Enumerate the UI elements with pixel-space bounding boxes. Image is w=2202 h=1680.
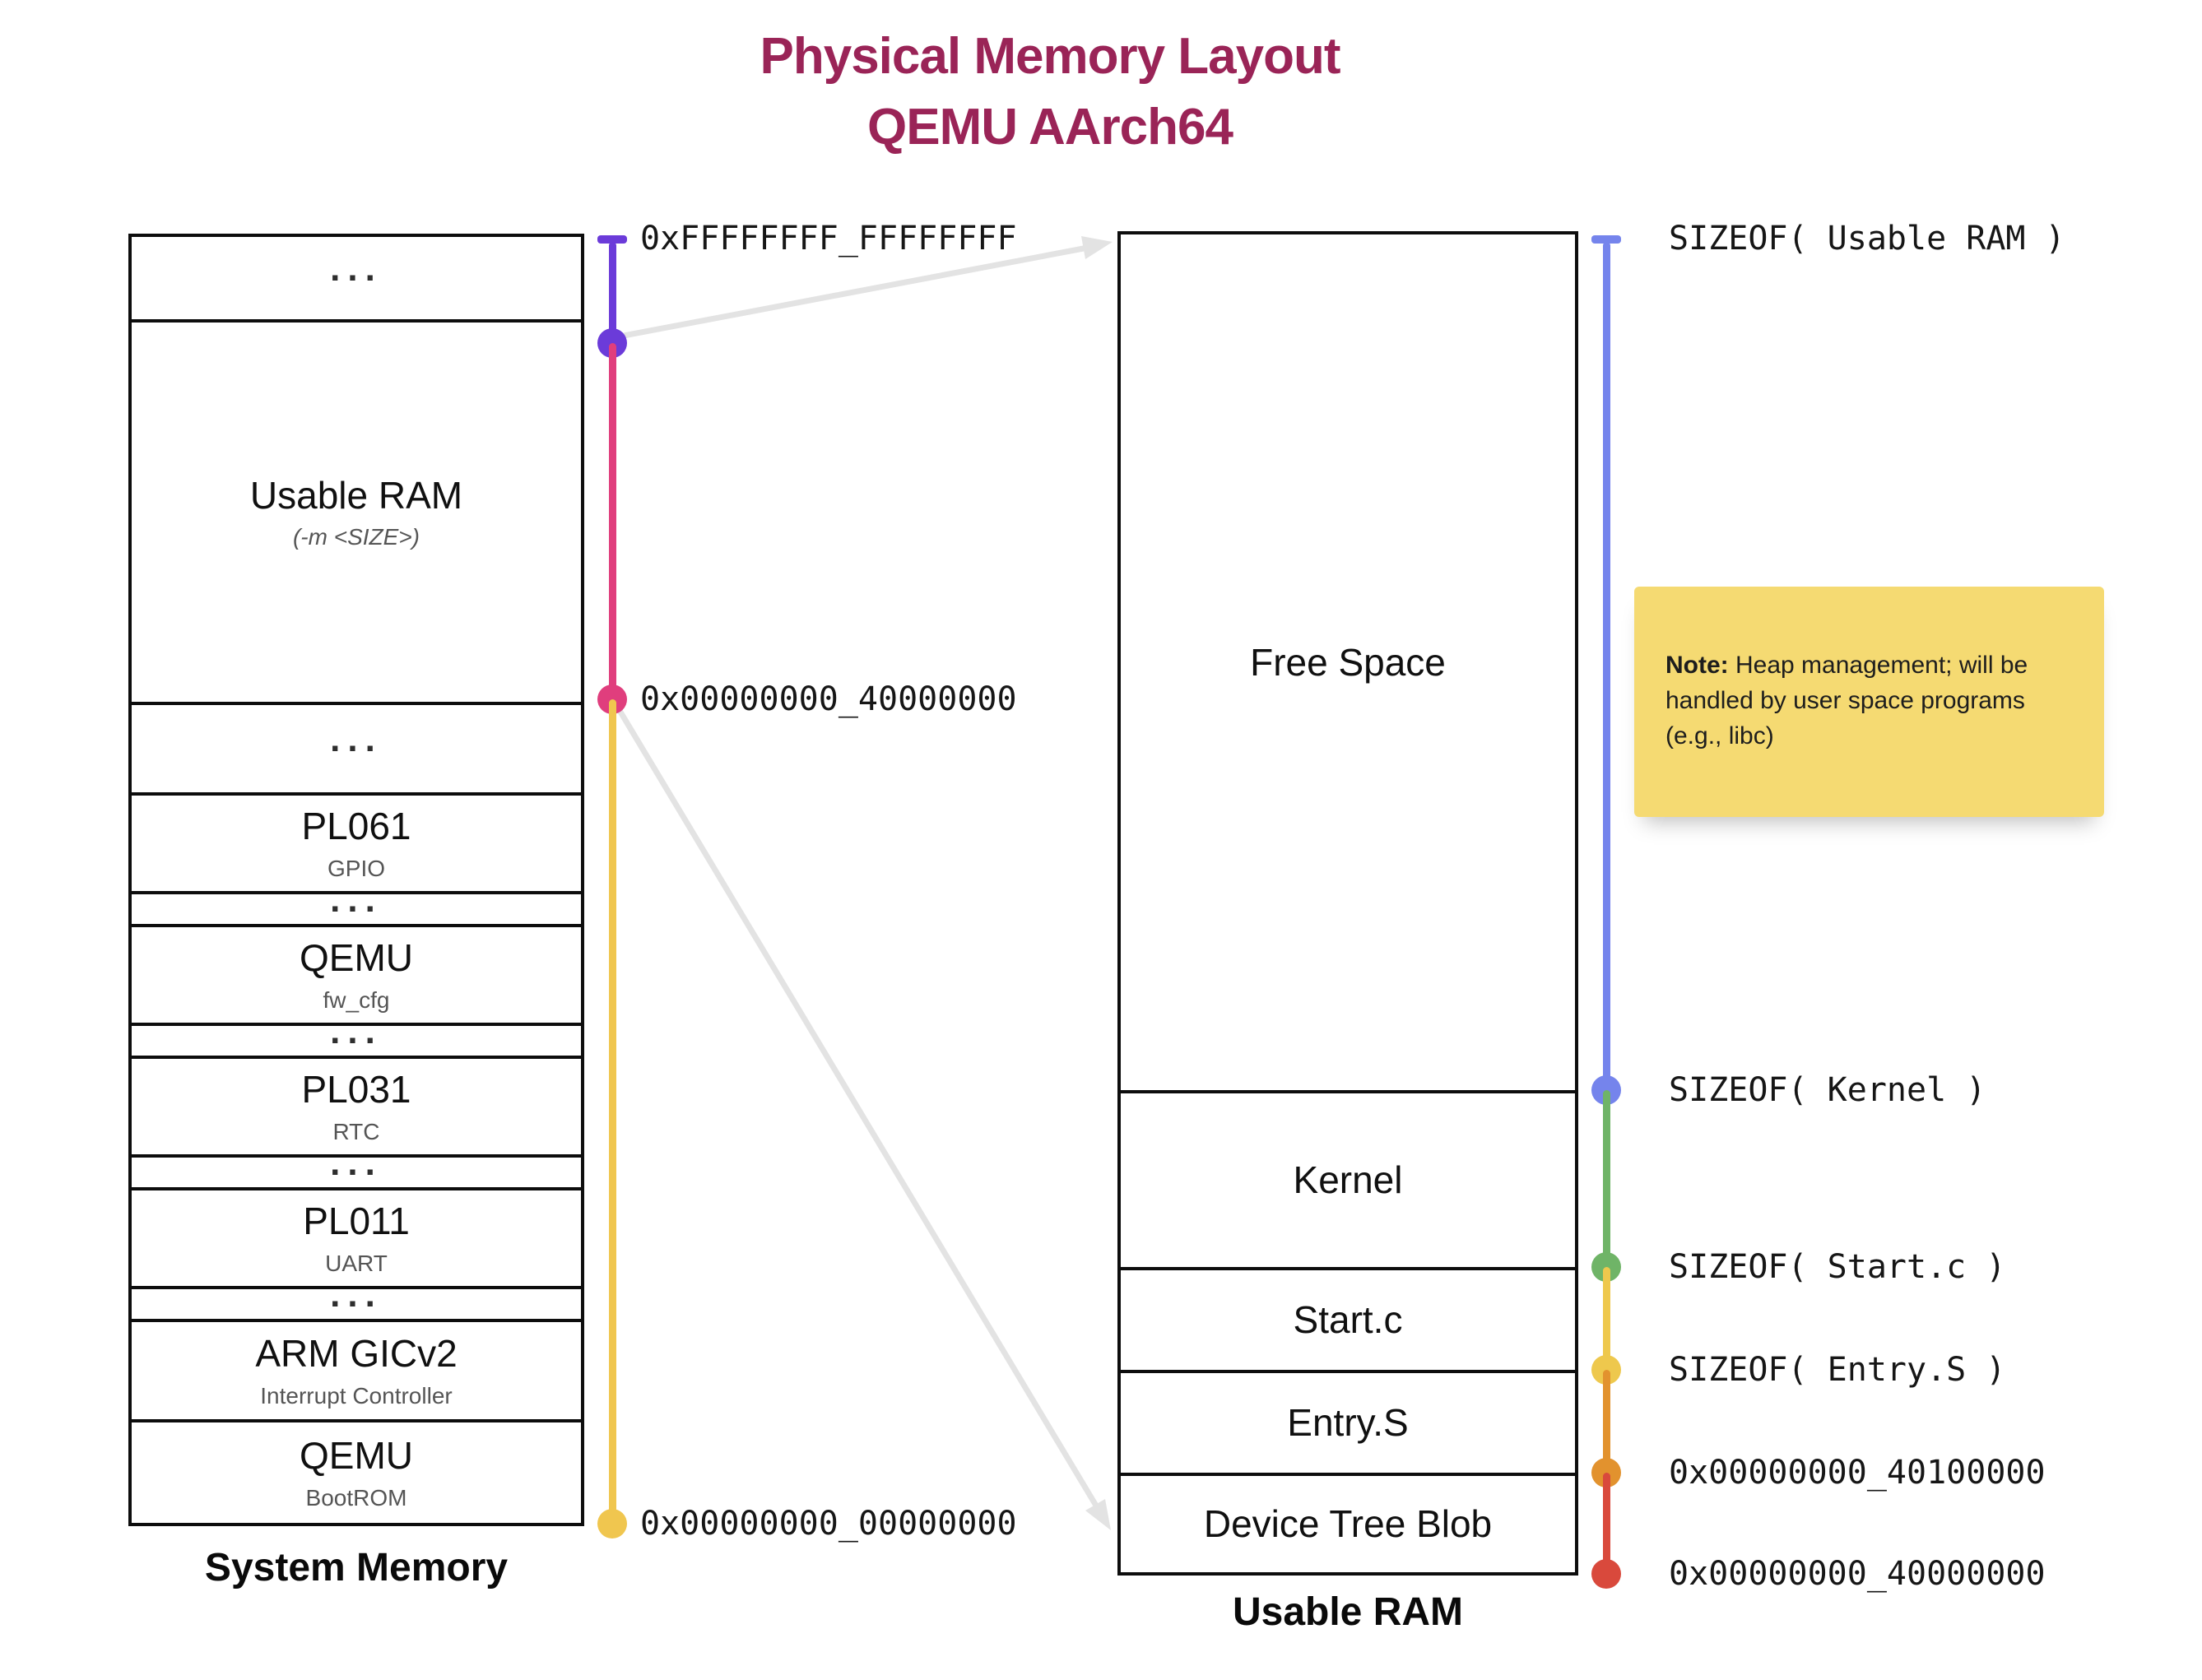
startc-label: Start.c — [1293, 1298, 1403, 1342]
usable-ram-box: Free Space Kernel Start.c Entry.S Device… — [1117, 231, 1578, 1576]
ellipsis-label: ... — [330, 719, 383, 759]
system-memory-row-bootrom: QEMU BootROM — [132, 1419, 581, 1523]
gicv2-label: ARM GICv2 — [255, 1332, 458, 1376]
entrys-label: Entry.S — [1287, 1401, 1409, 1445]
right-rail-segment-startc — [1603, 1267, 1610, 1370]
system-memory-row-ellipsis: ... — [132, 1154, 581, 1187]
system-memory-row-qemu-fwcfg: QEMU fw_cfg — [132, 924, 581, 1023]
left-rail-segment-high — [609, 242, 616, 343]
ellipsis-label: ... — [330, 1154, 383, 1183]
address-label-zero: 0x00000000_00000000 — [640, 1505, 1017, 1543]
address-label-40100000: 0x00000000_40100000 — [1669, 1454, 2046, 1492]
usable-ram-row-startc: Start.c — [1121, 1267, 1575, 1370]
usable-ram-row-dtb: Device Tree Blob — [1121, 1473, 1575, 1572]
pl011-sublabel: UART — [325, 1250, 388, 1276]
system-memory-row-gicv2: ARM GICv2 Interrupt Controller — [132, 1319, 581, 1419]
address-label-40000000: 0x00000000_40000000 — [1669, 1555, 2046, 1593]
heap-note-bold: Note: — [1665, 652, 1729, 679]
left-rail-top-tick — [597, 235, 627, 244]
left-rail-segment-devices — [609, 699, 616, 1524]
size-label-startc: SIZEOF( Start.c ) — [1669, 1248, 2006, 1286]
left-rail-segment-usable-ram — [609, 343, 616, 699]
system-memory-row-usable-ram: Usable RAM (-m <SIZE>) — [132, 319, 581, 702]
qemu-fwcfg-sublabel: fw_cfg — [323, 986, 390, 1013]
ellipsis-label: ... — [330, 1023, 383, 1051]
address-label-top: 0xFFFFFFFF_FFFFFFFF — [640, 220, 1017, 258]
system-memory-row-ellipsis-top: ... — [132, 237, 581, 319]
heap-note-text: Heap management; will be handled by user… — [1665, 652, 2028, 750]
pl061-sublabel: GPIO — [327, 855, 385, 881]
usable-ram-row-entrys: Entry.S — [1121, 1370, 1575, 1473]
system-memory-row-ellipsis: ... — [132, 891, 581, 924]
right-rail-segment-entrys — [1603, 1370, 1610, 1473]
ellipsis-label: ... — [330, 1286, 383, 1315]
system-memory-row-ellipsis: ... — [132, 1286, 581, 1319]
system-memory-caption: System Memory — [204, 1546, 509, 1590]
dtb-label: Device Tree Blob — [1203, 1502, 1493, 1546]
qemu-fwcfg-label: QEMU — [300, 936, 413, 980]
size-label-entrys: SIZEOF( Entry.S ) — [1669, 1351, 2006, 1389]
page-title-line1: Physical Memory Layout — [760, 28, 1340, 85]
right-rail-top-tick — [1591, 235, 1621, 244]
usable-ram-label: Usable RAM — [249, 473, 463, 517]
system-memory-box: ... Usable RAM (-m <SIZE>) ... PL061 GPI… — [128, 234, 584, 1526]
system-memory-row-ellipsis: ... — [132, 1023, 581, 1056]
left-rail-dot-zero — [597, 1509, 627, 1538]
address-label-ram-base: 0x00000000_40000000 — [640, 680, 1017, 718]
ellipsis-label: ... — [330, 248, 383, 289]
bootrom-sublabel: BootROM — [305, 1484, 407, 1511]
usable-ram-sublabel: (-m <SIZE>) — [292, 524, 420, 550]
ellipsis-label: ... — [330, 891, 383, 920]
usable-ram-row-free-space: Free Space — [1121, 234, 1575, 1090]
usable-ram-caption: Usable RAM — [1232, 1590, 1464, 1634]
free-space-label: Free Space — [1250, 640, 1446, 684]
kernel-label: Kernel — [1293, 1158, 1403, 1202]
arrow-device-tree-line — [616, 706, 1099, 1509]
pl031-sublabel: RTC — [332, 1118, 380, 1144]
arrow-usable-ram-top-line — [620, 244, 1091, 339]
right-rail-dot-dtb-base — [1591, 1559, 1621, 1589]
page-title-line2: QEMU AArch64 — [867, 99, 1233, 155]
right-rail-segment-free-space — [1603, 242, 1610, 1090]
arrow-usable-ram-top-head — [1081, 236, 1113, 259]
bootrom-label: QEMU — [300, 1434, 413, 1478]
pl011-label: PL011 — [303, 1200, 410, 1243]
pl031-label: PL031 — [301, 1068, 411, 1111]
right-rail-segment-kernel — [1603, 1090, 1610, 1267]
arrow-device-tree-head — [1085, 1499, 1111, 1530]
page-title: Physical Memory Layout QEMU AArch64 — [392, 21, 1708, 163]
system-memory-row-pl061: PL061 GPIO — [132, 792, 581, 891]
size-label-kernel: SIZEOF( Kernel ) — [1669, 1071, 1986, 1109]
pl061-label: PL061 — [301, 805, 411, 848]
usable-ram-row-kernel: Kernel — [1121, 1090, 1575, 1267]
system-memory-row-ellipsis: ... — [132, 702, 581, 792]
right-rail-segment-dtb — [1603, 1473, 1610, 1574]
heap-note: Note: Heap management; will be handled b… — [1634, 587, 2104, 817]
system-memory-row-pl011: PL011 UART — [132, 1187, 581, 1286]
gicv2-sublabel: Interrupt Controller — [260, 1382, 453, 1409]
size-label-usable-ram: SIZEOF( Usable RAM ) — [1669, 220, 2065, 258]
system-memory-row-pl031: PL031 RTC — [132, 1056, 581, 1154]
